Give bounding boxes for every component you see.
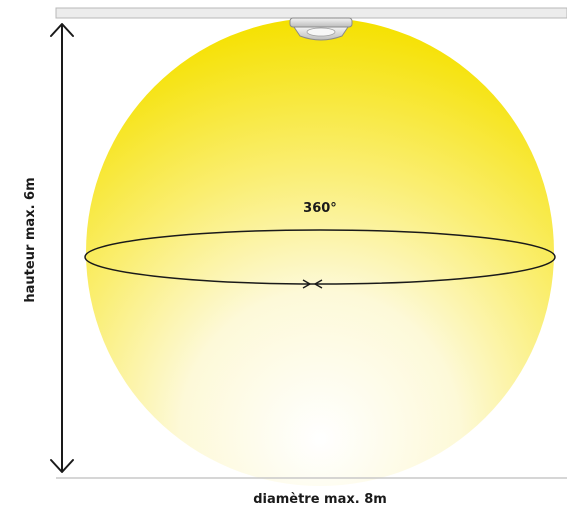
height-arrow — [50, 23, 74, 473]
rotation-ellipse — [84, 229, 556, 285]
angle-label: 360° — [303, 201, 337, 216]
rotation-arrows-icon — [302, 279, 323, 289]
ceiling-motion-sensor-icon — [289, 17, 353, 41]
height-label: hauteur max. 6m — [23, 177, 38, 302]
ceiling — [55, 7, 567, 19]
diameter-label: diamètre max. 8m — [253, 492, 387, 507]
detection-sphere — [86, 18, 554, 486]
